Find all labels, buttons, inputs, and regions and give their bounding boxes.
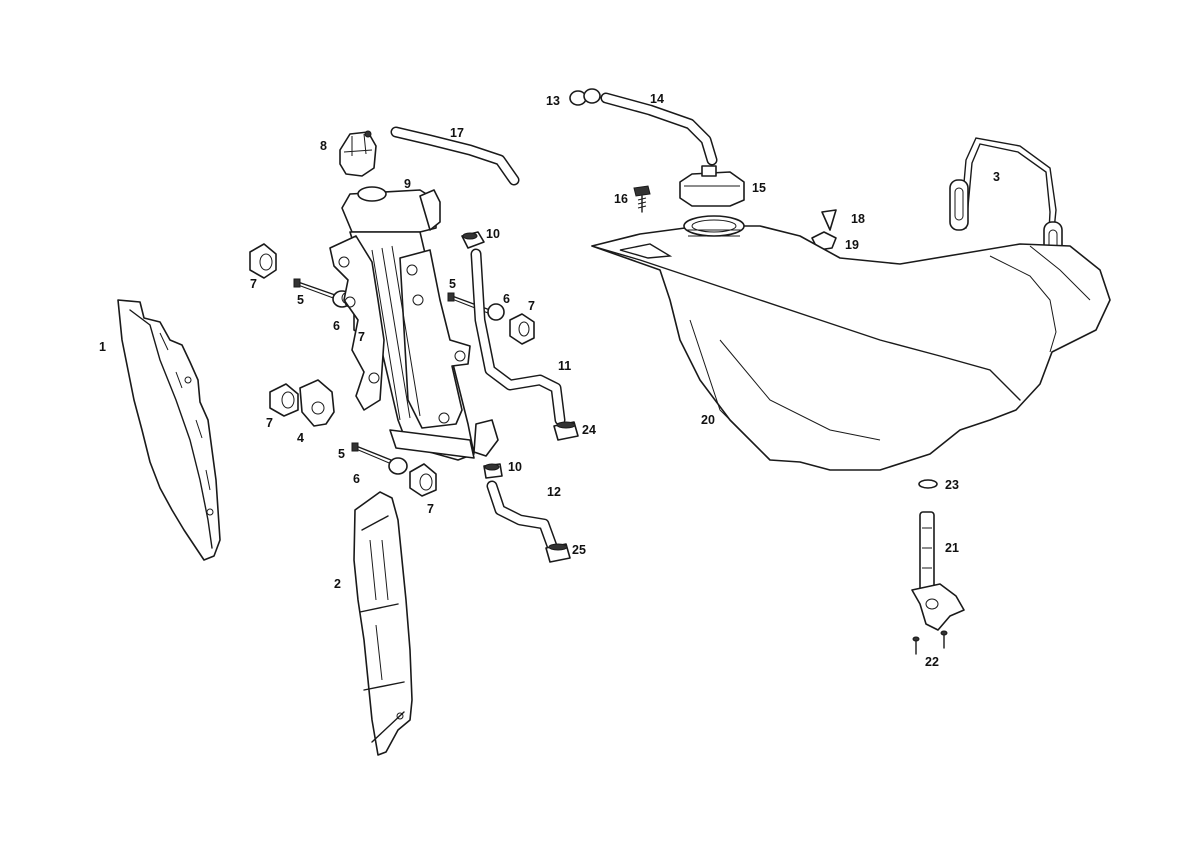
- spacer-b: [487, 303, 505, 321]
- part-label-6-c: 6: [353, 472, 360, 486]
- part-label-21: 21: [945, 541, 959, 555]
- part-label-7-c: 7: [528, 299, 535, 313]
- part-label-11: 11: [558, 359, 572, 373]
- spacer-c: [388, 457, 408, 475]
- radiator-shroud-left: [117, 299, 221, 561]
- part-label-9: 9: [404, 177, 411, 191]
- part-label-19: 19: [845, 238, 859, 252]
- radiator-core: [329, 186, 499, 461]
- part-label-15: 15: [752, 181, 766, 195]
- grommet-e: [409, 463, 437, 497]
- fuel-cap-screw: [633, 185, 651, 213]
- fuel-tank: [591, 215, 1111, 471]
- radiator-hose-lower: [486, 480, 558, 552]
- part-label-6-b: 6: [503, 292, 510, 306]
- tank-breather-hose: [600, 92, 718, 166]
- radiator-cap: [339, 130, 377, 177]
- part-label-5-upper-right: 5: [449, 277, 456, 291]
- part-label-5-upper-left: 5: [297, 293, 304, 307]
- part-label-5-lower: 5: [338, 447, 345, 461]
- part-label-14: 14: [650, 92, 664, 106]
- radiator-shroud-lower: [353, 491, 413, 756]
- part-label-16: 16: [614, 192, 628, 206]
- part-label-7-b: 7: [358, 330, 365, 344]
- part-label-18: 18: [851, 212, 865, 226]
- grommet-c: [509, 313, 535, 345]
- bolt-upper-left: [293, 278, 339, 300]
- part-label-7-e: 7: [427, 502, 434, 516]
- part-label-8: 8: [320, 139, 327, 153]
- part-label-23: 23: [945, 478, 959, 492]
- part-label-13: 13: [546, 94, 560, 108]
- hose-clamp-25: [545, 543, 571, 563]
- fuel-tap-screws: [912, 630, 948, 655]
- hose-clamp-lower: [483, 463, 503, 479]
- part-label-20: 20: [701, 413, 715, 427]
- part-label-25: 25: [572, 543, 586, 557]
- grommet-d: [269, 383, 299, 417]
- fuel-cap: [679, 165, 745, 207]
- hose-clamp-24: [553, 421, 579, 441]
- part-label-1: 1: [99, 340, 106, 354]
- hose-clamp-upper: [461, 231, 485, 249]
- part-label-6-a: 6: [333, 319, 340, 333]
- mounting-bracket: [299, 379, 335, 427]
- small-screw: [821, 209, 837, 231]
- part-label-2: 2: [334, 577, 341, 591]
- part-label-12: 12: [547, 485, 561, 499]
- part-label-3: 3: [993, 170, 1000, 184]
- radiator-hose-upper: [470, 248, 566, 426]
- part-label-10-upper: 10: [486, 227, 500, 241]
- part-label-24: 24: [582, 423, 596, 437]
- part-label-7-d: 7: [266, 416, 273, 430]
- part-label-17: 17: [450, 126, 464, 140]
- part-label-4: 4: [297, 431, 304, 445]
- vent-connector: [569, 88, 601, 106]
- bolt-lower: [351, 442, 397, 466]
- o-ring: [918, 479, 938, 489]
- radiator-overflow-hose: [390, 126, 520, 186]
- part-label-7-a: 7: [250, 277, 257, 291]
- part-label-22: 22: [925, 655, 939, 669]
- fuel-tap: [911, 511, 965, 631]
- grommet-a: [249, 243, 277, 279]
- part-label-10-lower: 10: [508, 460, 522, 474]
